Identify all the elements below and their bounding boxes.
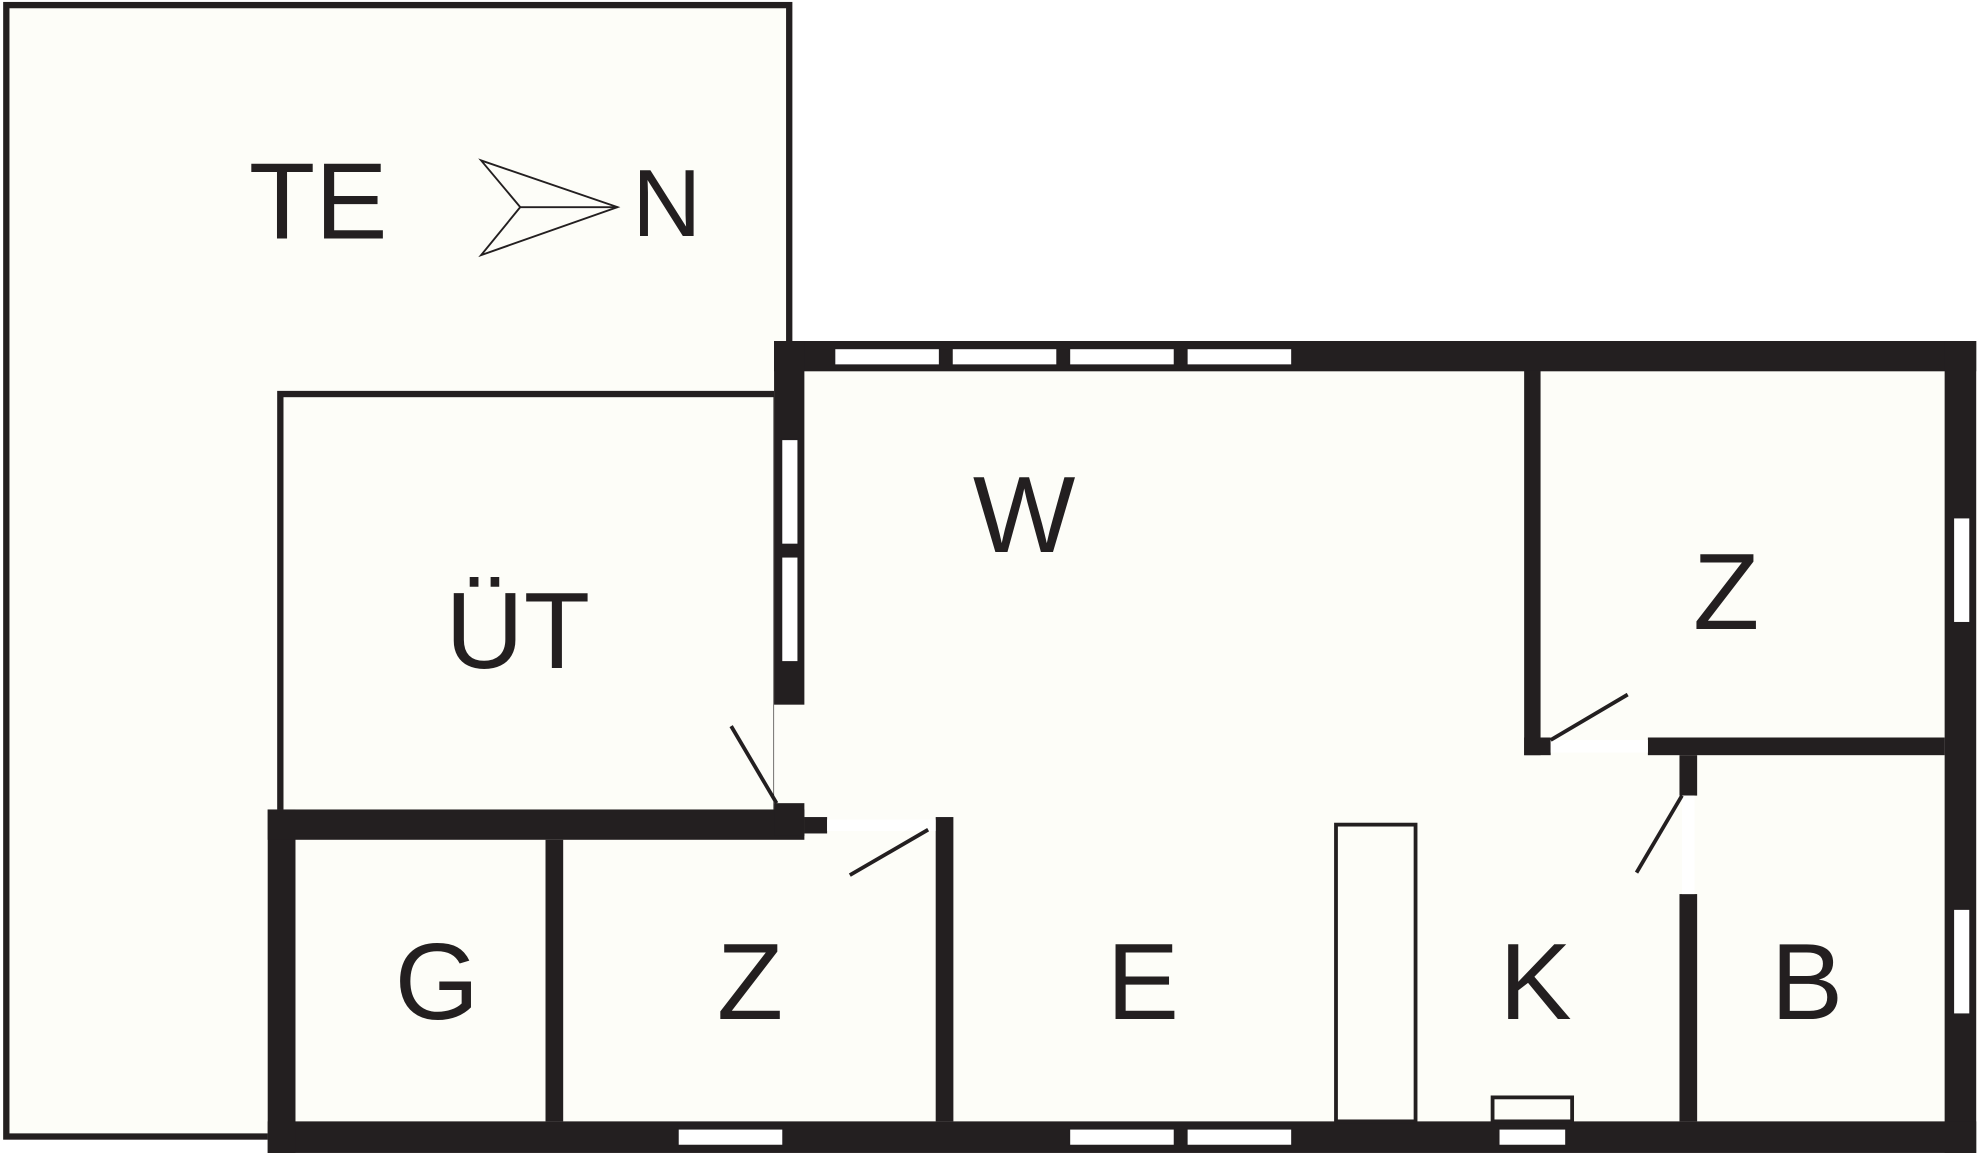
walls (267, 340, 1977, 1153)
wall-bath-b (1679, 894, 1698, 1122)
wall-middle-left (267, 809, 805, 840)
door-sill (827, 819, 936, 831)
windows (677, 347, 1971, 1147)
wall-bedroom-bottom-b (1647, 737, 1945, 756)
room-label-kitchen: K (1499, 922, 1571, 1043)
wall-stub-2 (804, 817, 828, 834)
house-floor-left (267, 809, 805, 1153)
window (1068, 347, 1175, 366)
room-label-living: W (973, 455, 1076, 576)
window (781, 438, 799, 545)
north-arrow-icon (478, 158, 621, 258)
compass-label: N (632, 150, 701, 257)
window (834, 347, 941, 366)
fixtures (1334, 822, 1575, 1124)
door-swing (1634, 794, 1684, 874)
wall-left (267, 809, 296, 1153)
window (1068, 1128, 1175, 1147)
room-label-storage: G (395, 922, 479, 1043)
wall-right (1944, 340, 1977, 1153)
window (1186, 347, 1293, 366)
room-label-bedroom-top: Z (1693, 532, 1759, 653)
window (1498, 1128, 1567, 1147)
wall-bath-a (1679, 755, 1698, 796)
doors (729, 692, 1684, 877)
door-swing (1549, 692, 1629, 742)
wall-bedroom2 (935, 817, 954, 1122)
kitchen-counter (1490, 1095, 1575, 1124)
window (1952, 517, 1971, 624)
window (1186, 1128, 1293, 1147)
door-sill (1550, 740, 1648, 753)
window (677, 1128, 784, 1147)
wall-bedroom-bottom-a (1524, 737, 1551, 756)
room-label-utility: ÜT (445, 571, 590, 692)
room-label-bath: B (1771, 922, 1843, 1043)
door-sill (1681, 795, 1695, 895)
utility-area (277, 390, 780, 818)
door-swing (729, 725, 779, 805)
wardrobe (1334, 822, 1418, 1124)
room-label-terrace: TE (249, 142, 388, 263)
wall-stub (774, 803, 805, 836)
wall-storage (545, 839, 564, 1122)
door-swing (848, 828, 930, 877)
wall-bedroom-left (1524, 370, 1541, 756)
room-label-bedroom-left: Z (717, 922, 783, 1043)
window (781, 556, 799, 663)
window (1952, 908, 1971, 1015)
window (951, 347, 1058, 366)
room-label-entrance: E (1107, 922, 1179, 1043)
